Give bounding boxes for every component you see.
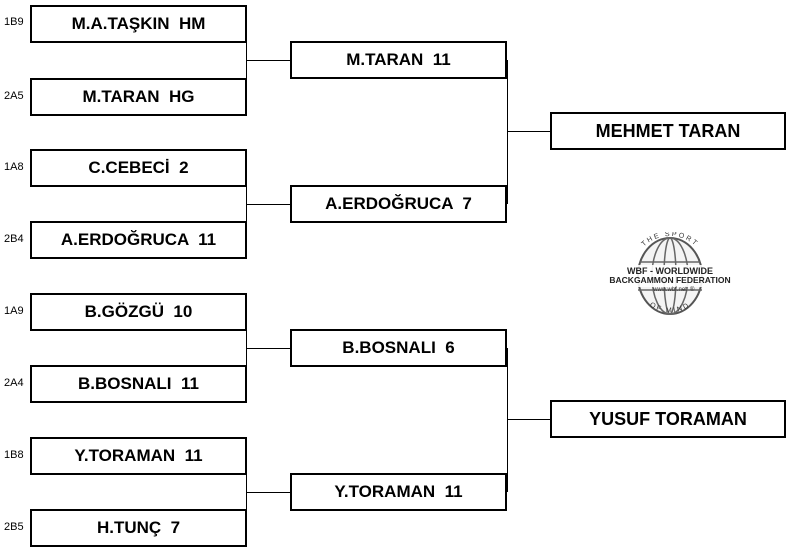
bracket-connector bbox=[507, 348, 508, 492]
round1-player-box: H.TUNÇ 7 bbox=[30, 509, 247, 547]
round1-player-box: M.A.TAŞKIN HM bbox=[30, 5, 247, 43]
logo-line1: WBF - WORLDWIDE bbox=[627, 266, 713, 276]
seed-label: 2B5 bbox=[4, 521, 24, 533]
bracket-connector bbox=[507, 131, 551, 132]
round3-winner-box: YUSUF TORAMAN bbox=[550, 400, 786, 438]
logo-url: www.wbf.net bbox=[652, 287, 687, 293]
round1-player-box: B.BOSNALI 11 bbox=[30, 365, 247, 403]
seed-label: 1B8 bbox=[4, 449, 24, 461]
round1-player-box: A.ERDOĞRUCA 11 bbox=[30, 221, 247, 259]
seed-label: 1B9 bbox=[4, 16, 24, 28]
round1-player-box: Y.TORAMAN 11 bbox=[30, 437, 247, 475]
bracket-connector bbox=[246, 348, 291, 349]
bracket-connector bbox=[246, 24, 247, 98]
bracket-connector bbox=[507, 60, 508, 204]
seed-label: 2B4 bbox=[4, 233, 24, 245]
seed-label: 2A4 bbox=[4, 377, 24, 389]
round2-player-box: M.TARAN 11 bbox=[290, 41, 507, 79]
bracket-connector bbox=[246, 60, 291, 61]
seed-label: 2A5 bbox=[4, 90, 24, 102]
seed-label: 1A9 bbox=[4, 305, 24, 317]
round2-player-box: A.ERDOĞRUCA 7 bbox=[290, 185, 507, 223]
round2-player-box: Y.TORAMAN 11 bbox=[290, 473, 507, 511]
bracket-connector bbox=[246, 492, 291, 493]
logo-registered-mark: ® bbox=[690, 286, 695, 293]
bracket-connector bbox=[507, 419, 551, 420]
round3-winner-box: MEHMET TARAN bbox=[550, 112, 786, 150]
seed-label: 1A8 bbox=[4, 161, 24, 173]
round1-player-box: C.CEBECİ 2 bbox=[30, 149, 247, 187]
round1-player-box: B.GÖZGÜ 10 bbox=[30, 293, 247, 331]
logo-line2: BACKGAMMON FEDERATION bbox=[609, 275, 730, 285]
round2-player-box: B.BOSNALI 6 bbox=[290, 329, 507, 367]
round1-player-box: M.TARAN HG bbox=[30, 78, 247, 116]
wbf-logo: THE SPORT WBF - WORLDWIDE BACKGAMMON FED… bbox=[606, 232, 732, 315]
bracket-connector bbox=[246, 204, 291, 205]
